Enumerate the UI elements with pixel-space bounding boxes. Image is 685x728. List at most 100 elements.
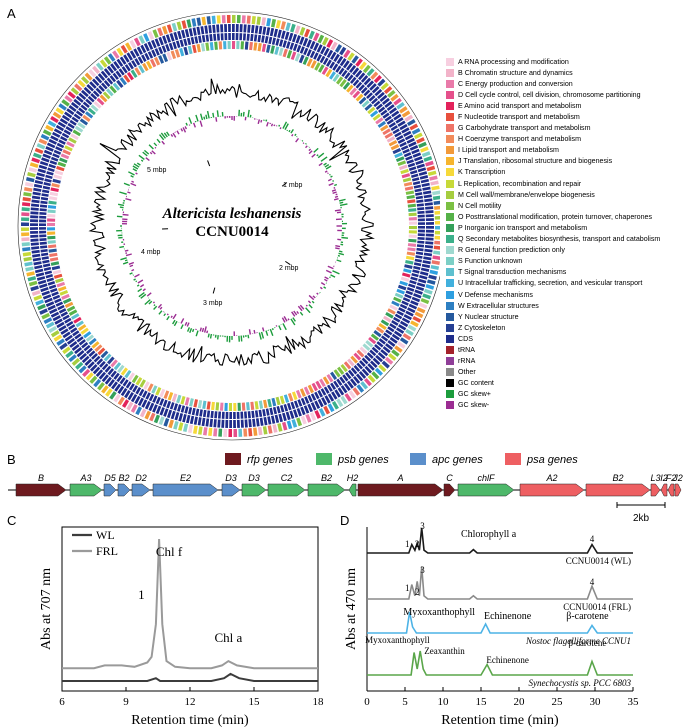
gene-label: I2 bbox=[660, 473, 668, 483]
legend-item: G Carbohydrate transport and metabolism bbox=[446, 123, 682, 134]
gene-arrow bbox=[131, 483, 151, 497]
genome-rings bbox=[17, 11, 440, 441]
legend-label: Y Nuclear structure bbox=[458, 312, 519, 321]
gene-arrow bbox=[307, 483, 346, 497]
legend-item: GC skew+ bbox=[446, 389, 682, 400]
chart-annotation: 4 bbox=[590, 534, 595, 544]
legend-item: O Posttranslational modification, protei… bbox=[446, 211, 682, 222]
legend-item: T Signal transduction mechanisms bbox=[446, 267, 682, 278]
legend-item: tRNA bbox=[446, 344, 682, 355]
legend-item: B Chromatin structure and dynamics bbox=[446, 67, 682, 78]
chart-annotation: 2 bbox=[415, 587, 420, 597]
legend-swatch bbox=[446, 379, 454, 388]
x-tick-label: 10 bbox=[438, 696, 450, 708]
chart-annotation: 1 bbox=[405, 539, 410, 549]
legend-label: J Translation, ribosomal structure and b… bbox=[458, 157, 613, 166]
legend-swatch bbox=[446, 79, 454, 88]
x-tick-label: 25 bbox=[552, 696, 564, 708]
gene-arrow bbox=[117, 483, 131, 497]
legend-item: F Nucleotide transport and metabolism bbox=[446, 111, 682, 122]
series-line bbox=[62, 538, 318, 670]
legend-label: E Amino acid transport and metabolism bbox=[458, 101, 582, 110]
series-label: Nostoc flagelliforme CCNU1 bbox=[525, 636, 631, 646]
legend-item: GC content bbox=[446, 378, 682, 389]
legend-label: GC skew- bbox=[458, 401, 490, 410]
legend-item: Other bbox=[446, 367, 682, 378]
x-tick-label: 15 bbox=[476, 696, 488, 708]
series-label: CCNU0014 (FRL) bbox=[563, 602, 631, 612]
gene-arrow bbox=[660, 483, 668, 497]
chart-annotation: 2 bbox=[415, 539, 420, 549]
gene-label: D3 bbox=[225, 473, 237, 483]
panel-letter-b: B bbox=[7, 452, 16, 467]
legend-item: J Translation, ribosomal structure and b… bbox=[446, 156, 682, 167]
chart-annotation: Chlorophyll a bbox=[461, 529, 517, 540]
legend-item: CDS bbox=[446, 333, 682, 344]
legend-label: K Transcription bbox=[458, 168, 506, 177]
gene-label: C bbox=[446, 473, 453, 483]
legend-swatch bbox=[446, 190, 454, 199]
legend-label: P Inorganic ion transport and metabolism bbox=[458, 223, 588, 232]
legend-label: R General function prediction only bbox=[458, 246, 565, 255]
gene-label: J2 bbox=[672, 473, 683, 483]
legend-swatch bbox=[446, 124, 454, 133]
legend-item: Y Nuclear structure bbox=[446, 311, 682, 322]
gene-arrow bbox=[241, 483, 267, 497]
legend-item: S Function unknown bbox=[446, 256, 682, 267]
gene-label: L3 bbox=[650, 473, 660, 483]
legend-label: M Cell wall/membrane/envelope biogenesis bbox=[458, 190, 595, 199]
legend-swatch bbox=[446, 246, 454, 255]
strain-name: CCNU0014 bbox=[195, 224, 269, 240]
legend-item: rRNA bbox=[446, 356, 682, 367]
gene-arrow bbox=[348, 483, 357, 497]
chart-annotation: β-carotene bbox=[568, 638, 606, 648]
series-label: Synechocystis sp. PCC 6803 bbox=[529, 678, 632, 688]
legend-swatch bbox=[446, 345, 454, 354]
mbp-label-2: 2 mbp bbox=[279, 265, 299, 272]
gene-arrow bbox=[457, 483, 515, 497]
gene-arrow bbox=[674, 483, 682, 497]
gene-arrow bbox=[15, 483, 67, 497]
legend-item: I Lipid transport and metabolism bbox=[446, 145, 682, 156]
gene-label: B2 bbox=[118, 473, 129, 483]
gene-arrow bbox=[221, 483, 241, 497]
y-axis-label: Abs at 470 nm bbox=[344, 568, 359, 650]
chart-annotation: Echinenone bbox=[484, 611, 532, 622]
gene-arrow bbox=[152, 483, 219, 497]
gene-label: D2 bbox=[135, 473, 147, 483]
legend-swatch bbox=[446, 201, 454, 210]
legend-label: W Extracellular structures bbox=[458, 301, 539, 310]
gene-arrow bbox=[443, 483, 456, 497]
panel-letter-c: C bbox=[7, 513, 17, 528]
gene-legend-swatch bbox=[316, 453, 332, 465]
chart-annotation: β-carotene bbox=[566, 611, 609, 622]
legend-label: GC content bbox=[458, 379, 494, 388]
gene-label: A2 bbox=[545, 473, 557, 483]
gene-arrow bbox=[103, 483, 117, 497]
gene-label: A bbox=[396, 473, 403, 483]
legend-label: CDS bbox=[458, 334, 473, 343]
gene-label: C2 bbox=[281, 473, 293, 483]
legend-swatch bbox=[446, 157, 454, 166]
panel-letter-a: A bbox=[7, 6, 16, 21]
legend-label: D Cell cycle control, cell division, chr… bbox=[458, 90, 641, 99]
legend-item: Q Secondary metabolites biosynthesis, tr… bbox=[446, 234, 682, 245]
legend-swatch bbox=[446, 68, 454, 77]
legend-item: H Coenzyme transport and metabolism bbox=[446, 134, 682, 145]
legend-swatch bbox=[446, 135, 454, 144]
legend-label: C Energy production and conversion bbox=[458, 79, 573, 88]
gene-arrow bbox=[69, 483, 103, 497]
series-line bbox=[367, 527, 633, 554]
gene-legend-label: rfp genes bbox=[247, 454, 293, 466]
legend-item: D Cell cycle control, cell division, chr… bbox=[446, 89, 682, 100]
legend-swatch bbox=[446, 368, 454, 377]
gene-arrow bbox=[519, 483, 585, 497]
gene-legend-label: apc genes bbox=[432, 454, 483, 466]
mbp-label-5: 5 mbp bbox=[147, 167, 167, 174]
gene-arrow bbox=[267, 483, 306, 497]
legend-swatch bbox=[446, 279, 454, 288]
series-line bbox=[367, 650, 633, 676]
chart-annotation: 1 bbox=[138, 587, 145, 602]
legend-item: Z Cytoskeleton bbox=[446, 322, 682, 333]
